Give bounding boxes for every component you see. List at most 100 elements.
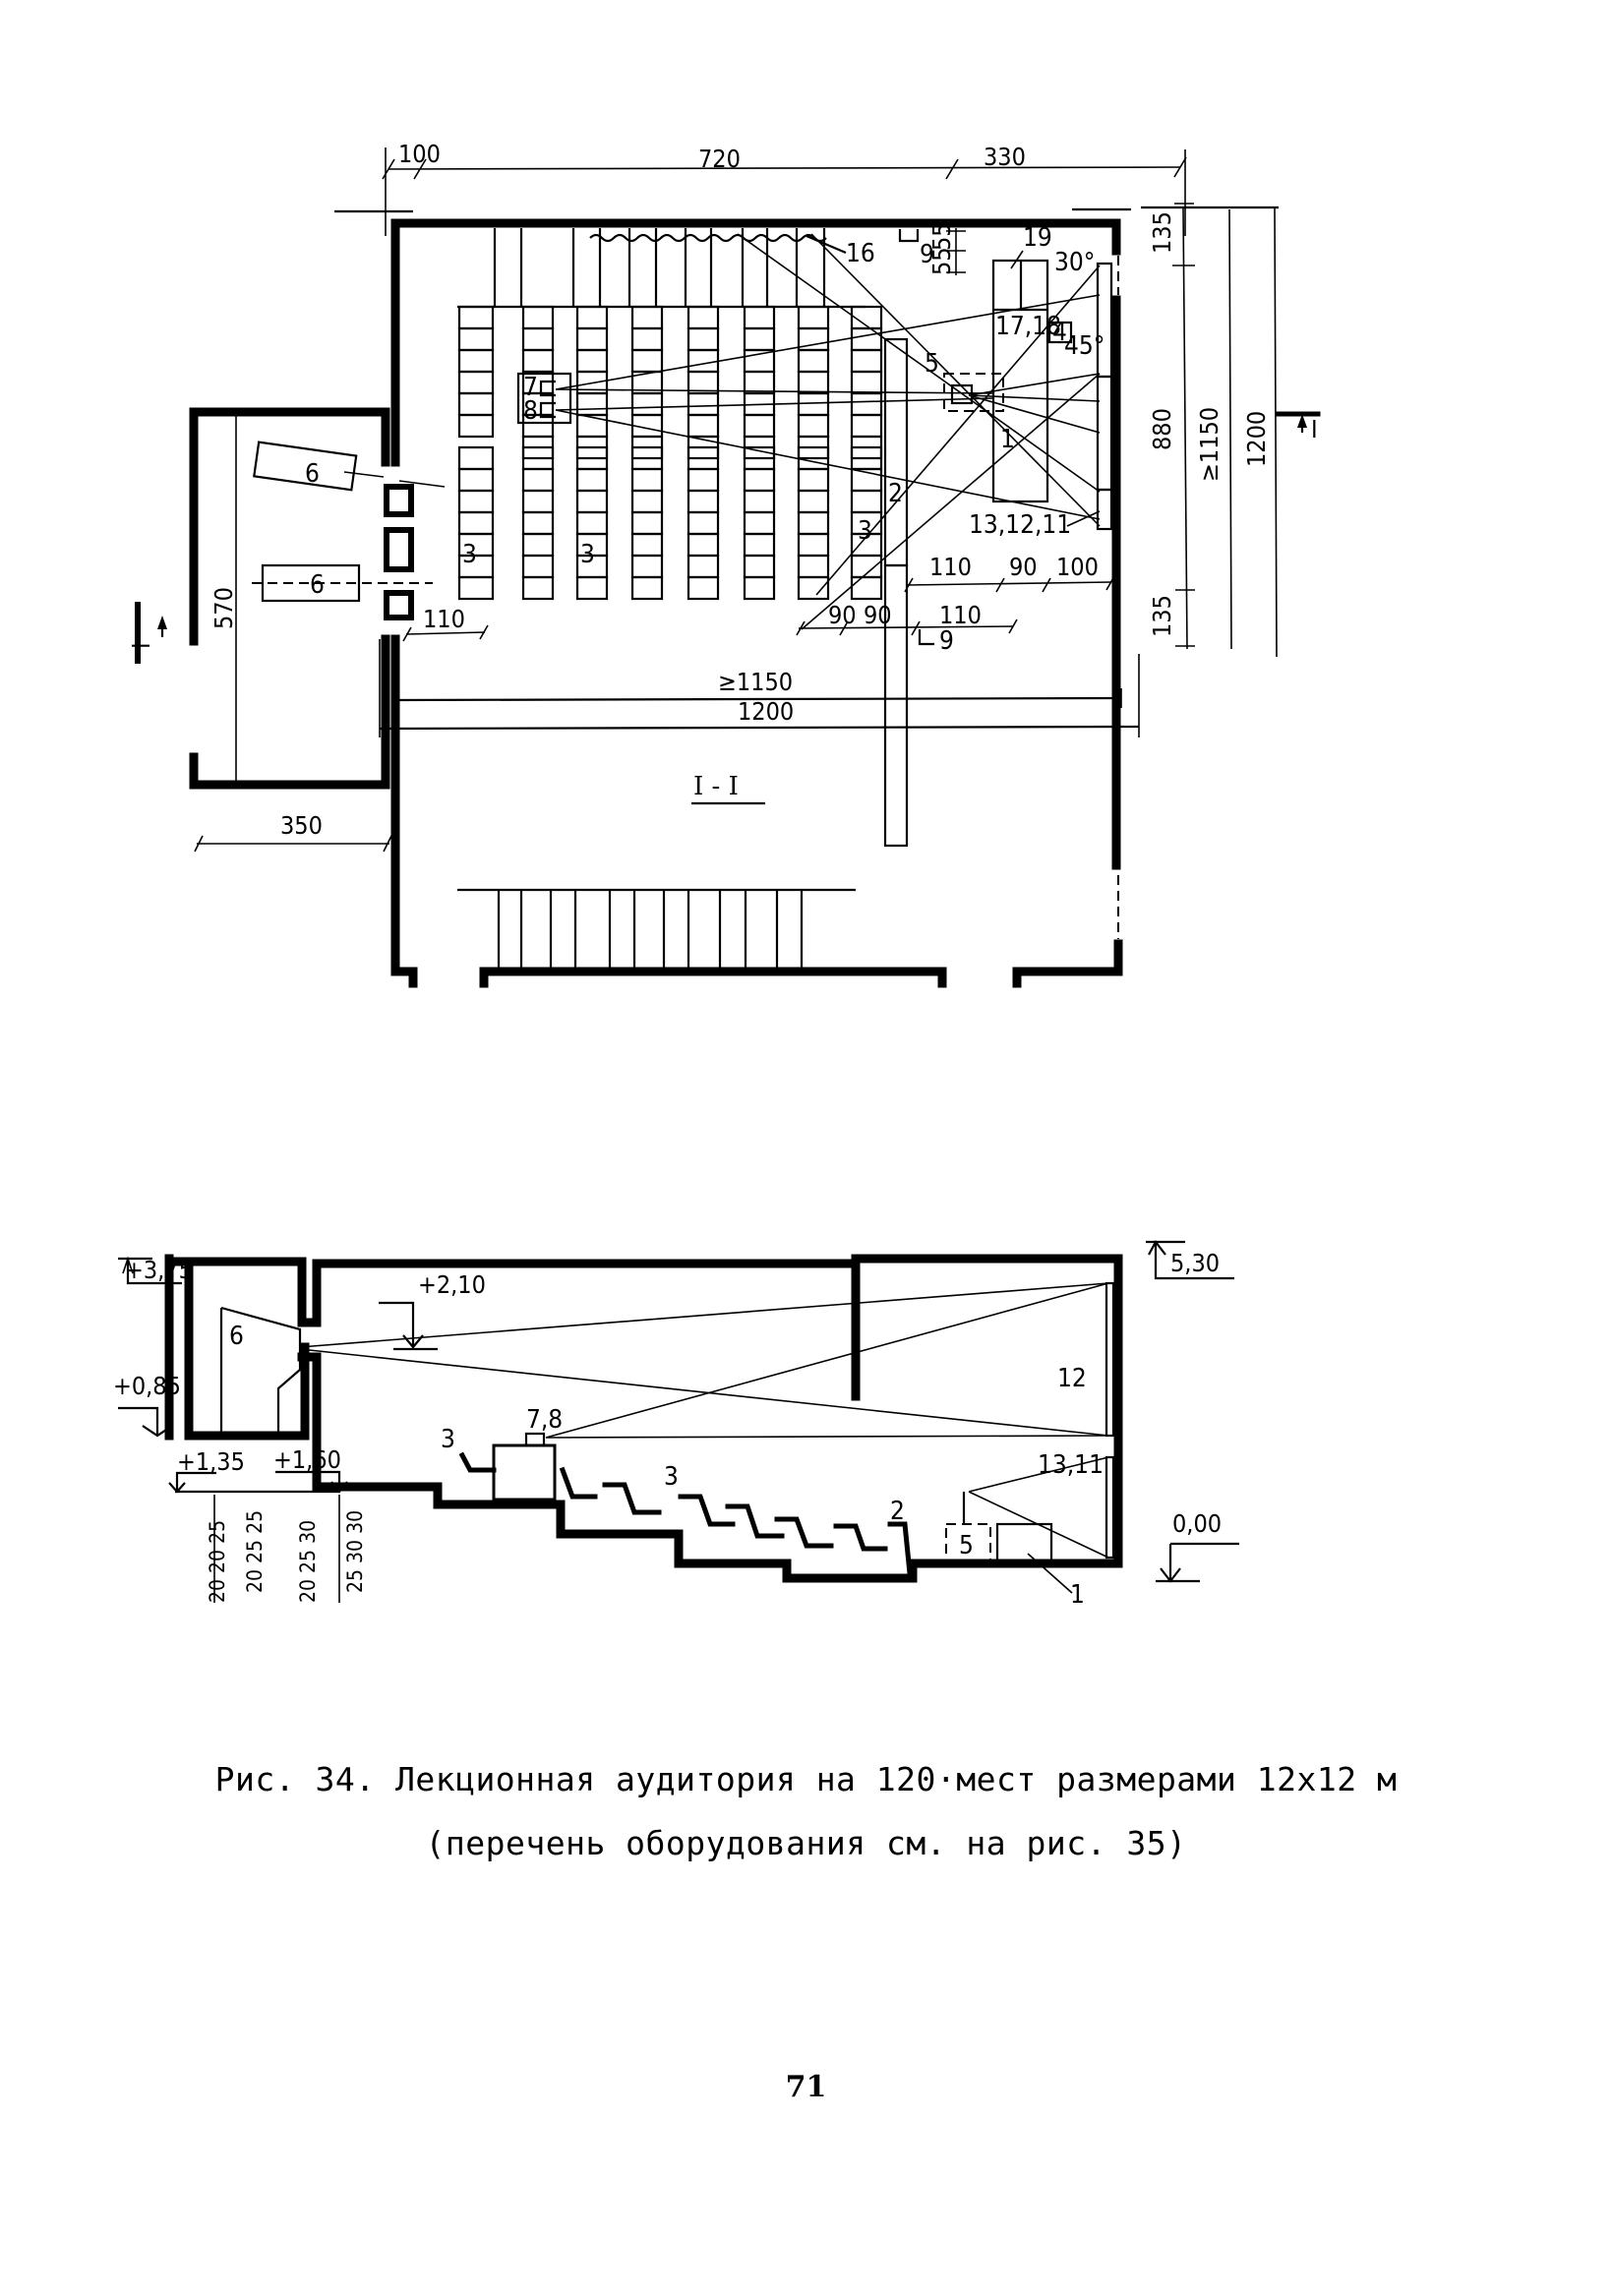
seat <box>743 413 776 439</box>
seat-grid-lower <box>457 445 883 601</box>
right-dimension-chains: 135 880 135 ≥1150 1200 I <box>1148 203 1321 658</box>
dim-seat-55b: 55 <box>927 222 956 251</box>
dim-right-880: 880 <box>1148 408 1176 450</box>
dim-stage-110: 110 <box>929 553 972 581</box>
dim-right-135-top: 135 <box>1148 211 1176 254</box>
front-row <box>883 337 909 567</box>
seat <box>797 532 830 558</box>
seat <box>630 467 664 493</box>
seat <box>457 510 495 536</box>
seat <box>521 305 555 330</box>
screen-12-section <box>1105 1281 1115 1438</box>
screen-11 <box>1096 488 1113 531</box>
hall-walls <box>390 218 1123 988</box>
dim-350: 350 <box>280 811 323 840</box>
figure-caption: Рис. 34. Лекционная аудитория на 120·мес… <box>0 1760 1612 1798</box>
seat <box>797 370 830 395</box>
seat <box>521 532 555 558</box>
dim-bottom-1150: ≥1150 <box>718 668 793 696</box>
seat <box>687 489 720 514</box>
label-projector-section: 6 <box>229 1322 244 1351</box>
level-plus-2-10: +2,10 <box>418 1270 486 1299</box>
seat <box>575 326 609 352</box>
step-height-chains: 20 20 25 20 25 25 20 25 30 25 30 30 <box>206 1495 367 1603</box>
seat <box>521 554 555 579</box>
seat <box>457 575 495 601</box>
label-projector: 6 <box>305 459 320 489</box>
step-heights-a: 20 20 25 <box>206 1520 229 1603</box>
level-plus-0-85: +0,85 <box>113 1372 181 1400</box>
figure-number: Рис. 34. <box>214 1760 376 1798</box>
seat <box>630 348 664 374</box>
projector-box-2 <box>261 563 361 603</box>
seat <box>575 489 609 514</box>
dim-top-330: 330 <box>984 143 1026 171</box>
figure-title: Лекционная аудитория на 120·мест размера… <box>394 1760 1398 1798</box>
seat <box>521 467 555 493</box>
seat <box>687 305 720 330</box>
seat <box>743 467 776 493</box>
seat <box>575 391 609 417</box>
label-device-5-section: 5 <box>959 1531 974 1560</box>
level-plus-3-75: +3,75 <box>125 1256 193 1284</box>
label-device-19: 19 <box>1023 223 1052 253</box>
step-heights-b: 20 25 25 <box>243 1510 267 1593</box>
figure-subcaption: (перечень оборудования см. на рис. 35) <box>425 1824 1187 1862</box>
dim-right-1150: ≥1150 <box>1195 407 1224 482</box>
label-device-17-18: 17,18 <box>995 312 1061 341</box>
label-projector-2: 6 <box>310 570 325 600</box>
seat <box>630 326 664 352</box>
elevation-marks: +3,75 +0,85 +2,10 5,30 0,00 +1,35 +1,60 <box>113 1239 1239 1583</box>
seat <box>743 532 776 558</box>
seat <box>630 554 664 579</box>
label-door-9-top: 9 <box>920 240 934 269</box>
desk-7-8 <box>492 1443 557 1501</box>
seat <box>630 532 664 558</box>
floor-plan: 100 720 330 6 6 570 <box>127 140 1321 988</box>
label-seats-3c: 3 <box>858 516 872 546</box>
dim-front-110: 110 <box>939 601 982 629</box>
seating-area: 16 9 2 3 3 3 <box>457 228 934 973</box>
seat <box>743 575 776 601</box>
seat <box>575 413 609 439</box>
dim-right-1200: 1200 <box>1242 411 1271 467</box>
seat <box>575 467 609 493</box>
seat <box>575 510 609 536</box>
seat <box>687 510 720 536</box>
dim-stage-100: 100 <box>1056 553 1099 581</box>
seat <box>797 575 830 601</box>
label-aud-7: 7 <box>523 373 538 402</box>
seat <box>797 554 830 579</box>
dim-top-720: 720 <box>698 145 741 173</box>
page-number: 71 <box>785 2070 827 2104</box>
top-dimension-chain: 100 720 330 <box>334 140 1279 236</box>
device-4-box <box>1047 321 1073 344</box>
seat <box>575 305 609 330</box>
seat <box>797 305 830 330</box>
seat <box>457 391 495 417</box>
seat <box>457 413 495 439</box>
seat <box>743 305 776 330</box>
seat <box>687 391 720 417</box>
port-window <box>384 527 414 572</box>
label-seats-3a: 3 <box>462 540 477 569</box>
dim-bottom-1200: 1200 <box>738 697 794 726</box>
seat <box>630 575 664 601</box>
seat <box>743 326 776 352</box>
level-plus-1-35: +1,35 <box>177 1447 245 1476</box>
seat <box>687 467 720 493</box>
label-angle-45: 45° <box>1064 331 1105 361</box>
dim-left-aisle-110: 110 <box>423 605 465 633</box>
label-lectern-section: 1 <box>1070 1580 1085 1610</box>
label-door-9-bottom: 9 <box>939 626 954 656</box>
seat <box>797 510 830 536</box>
seat <box>850 391 883 417</box>
seat <box>687 575 720 601</box>
label-device-5: 5 <box>925 349 939 379</box>
label-front-row-section: 2 <box>890 1497 905 1526</box>
dim-top-100: 100 <box>398 140 441 168</box>
seat <box>687 532 720 558</box>
level-floor-0-00: 0,00 <box>1172 1509 1222 1538</box>
device-5-section <box>945 1523 991 1566</box>
